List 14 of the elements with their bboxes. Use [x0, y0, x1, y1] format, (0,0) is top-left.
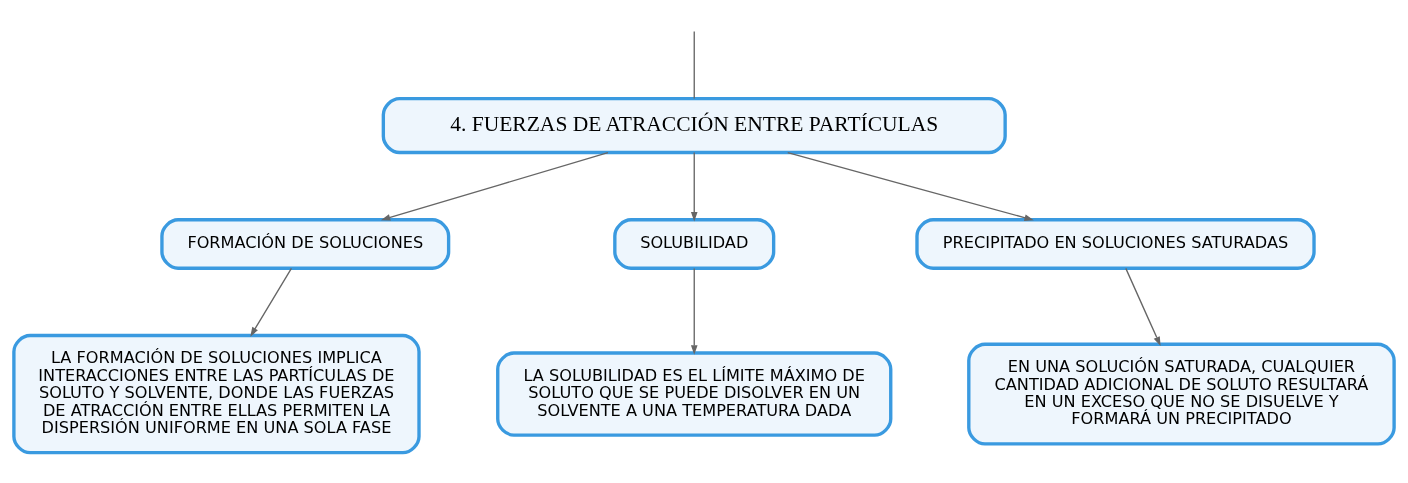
node-box: FORMACIÓN DE SOLUCIONES — [160, 218, 451, 270]
node-box: LA FORMACIÓN DE SOLUCIONES IMPLICA INTERACCIONES ENTRE LAS PARTÍCULAS DE SOLUTO Y SOLVENTE, DONDE LAS FUERZAS DE ATRACCIÓN ENTRE ELLAS PERMITEN LA DISPERSIÓN UNIFORME EN UNA SOLA FASE — [12, 333, 421, 455]
arrow — [1125, 267, 1161, 347]
connector — [693, 30, 695, 100]
arrow — [250, 267, 293, 337]
arrow — [690, 151, 698, 222]
arrow — [787, 151, 1034, 221]
node-box: PRECIPITADO EN SOLUCIONES SATURADAS — [915, 218, 1316, 270]
node-box: SOLUBILIDAD — [613, 218, 776, 270]
node-box: LA SOLUBILIDAD ES EL LÍMITE MÁXIMO DE SOLUTO QUE SE PUEDE DISOLVER EN UN SOLVENTE A UNA TEMPERATURA DADA — [496, 351, 893, 437]
arrow — [690, 267, 698, 355]
arrow — [380, 151, 609, 221]
node-box: 4. FUERZAS DE ATRACCIÓN ENTRE PARTÍCULAS — [381, 96, 1007, 155]
node-box: EN UNA SOLUCIÓN SATURADA, CUALQUIER CANTIDAD ADICIONAL DE SOLUTO RESULTARÁ EN UN EXCESO QUE NO SE DISUELVE Y FORMARÁ UN PRECIPITADO — [967, 342, 1396, 446]
